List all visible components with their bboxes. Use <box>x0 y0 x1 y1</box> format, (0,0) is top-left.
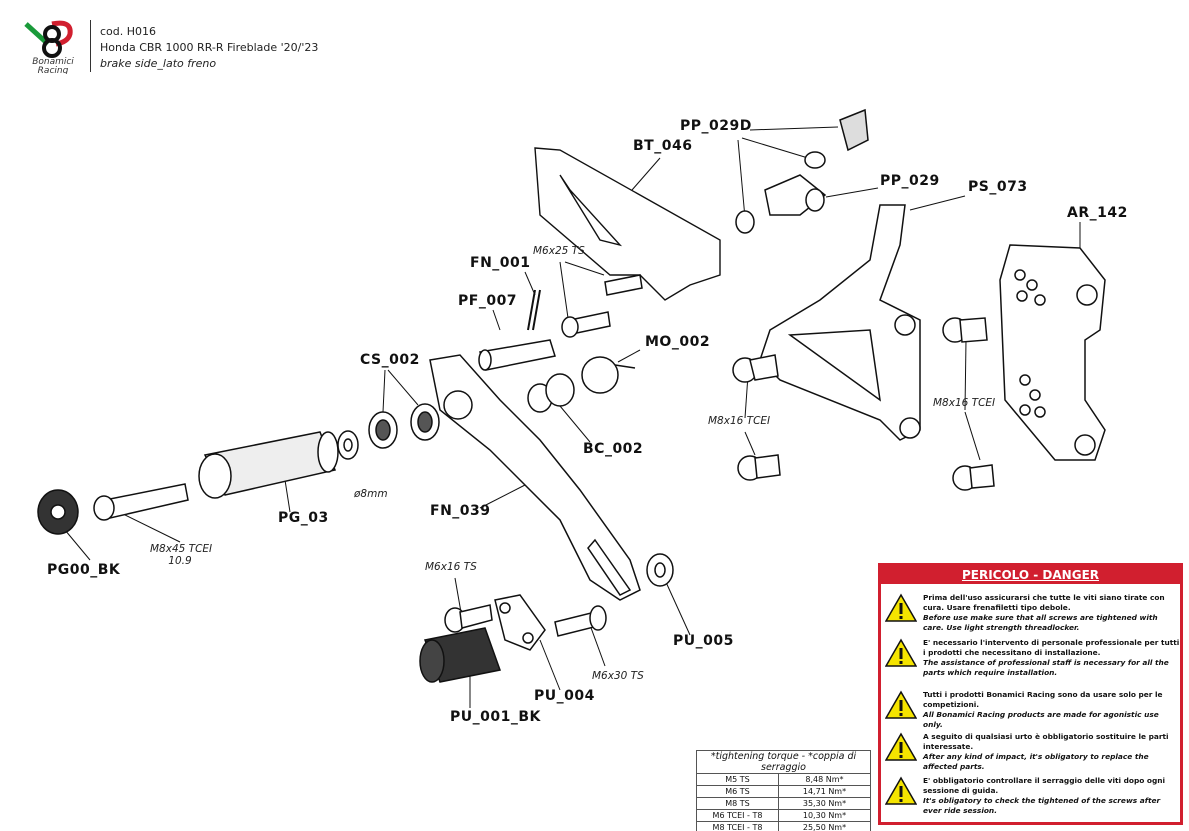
spacer-pu005 <box>646 553 674 587</box>
spring-mo002 <box>581 356 636 394</box>
screws-m8x16 <box>732 317 995 491</box>
screw-m6x25 <box>561 274 643 338</box>
label-bc002: BC_002 <box>583 441 644 457</box>
pin-pf007 <box>478 339 556 371</box>
cell: 10,30 Nm* <box>778 809 871 822</box>
danger-box: PERICOLO - DANGER Prima dell'uso assicur… <box>878 563 1183 825</box>
label-ar142: AR_142 <box>1067 205 1128 221</box>
label-cs002: CS_002 <box>360 352 420 368</box>
warning-text-en: All Bonamici Racing products are made fo… <box>923 710 1159 729</box>
warning-triangle-icon <box>885 593 917 622</box>
cell: 25,50 Nm* <box>778 821 871 831</box>
warning-text-it: A seguito di qualsiasi urto è obbligator… <box>923 732 1169 751</box>
label-mo002: MO_002 <box>645 334 711 350</box>
warning-triangle-icon <box>885 638 917 667</box>
cotter-fn001 <box>527 289 541 331</box>
label-pf007: PF_007 <box>458 293 518 309</box>
product-model: Honda CBR 1000 RR-R Fireblade '20/'23 <box>100 41 319 54</box>
svg-text:Bonamici: Bonamici <box>32 57 74 67</box>
cap-pg00bk <box>37 489 79 535</box>
cell: M6 TS <box>696 785 779 798</box>
label-pu004: PU_004 <box>534 688 595 704</box>
lever-fn039 <box>429 354 641 601</box>
warning-text-en: Before use make sure that all screws are… <box>923 613 1158 632</box>
plate-pu004 <box>494 594 546 651</box>
plate-ar142 <box>999 244 1106 461</box>
label-pp029d: PP_029D <box>680 118 752 134</box>
cell: M8 TS <box>696 797 779 810</box>
footpeg-pg03 <box>198 431 339 499</box>
bearings-cs002 <box>368 403 440 449</box>
danger-title: PERICOLO - DANGER <box>881 566 1180 584</box>
label-pu005: PU_005 <box>673 633 734 649</box>
cell: 14,71 Nm* <box>778 785 871 798</box>
warning-text: Tutti i prodotti Bonamici Racing sono da… <box>923 690 1180 730</box>
bracket-ps073 <box>759 204 921 441</box>
svg-text:Racing: Racing <box>38 66 69 74</box>
rubber-pu001bk <box>419 627 501 683</box>
warning-triangle-icon <box>885 776 917 805</box>
warning-triangle-icon <box>885 732 917 761</box>
warning-text-en: It's obligatory to check the tightened o… <box>923 796 1161 815</box>
product-side: brake side_lato freno <box>100 57 217 70</box>
warning-text: E' necessario l'intervento di personale … <box>923 638 1180 678</box>
screw-label-m6x25: M6x25 TS <box>533 245 585 257</box>
label-pg03: PG_03 <box>278 510 329 526</box>
screw-label-m8x16-left: M8x16 TCEI <box>708 415 771 427</box>
header: cod. H016 Honda CBR 1000 RR-R Fireblade … <box>100 24 318 72</box>
torque-table: *tightening torque - *coppia di serraggi… <box>696 750 871 831</box>
warning-text-it: Prima dell'uso assicurarsi che tutte le … <box>923 593 1165 612</box>
product-code: cod. H016 <box>100 25 157 38</box>
label-fn039: FN_039 <box>430 503 491 519</box>
screw-label-m6x30: M6x30 TS <box>592 670 644 682</box>
warning-text-en: The assistance of professional staff is … <box>923 658 1169 677</box>
screw-m8x45 <box>93 483 189 521</box>
label-pp029: PP_029 <box>880 173 940 189</box>
warning-text: A seguito di qualsiasi urto è obbligator… <box>923 732 1180 772</box>
washer <box>337 430 359 460</box>
label-ps073: PS_073 <box>968 179 1028 195</box>
screw-label-m6x16: M6x16 TS <box>425 561 477 573</box>
screw-m8x45-grade: 10.9 <box>168 555 192 567</box>
cell: M8 TCEI - T8 <box>696 821 779 831</box>
screw-m6x30 <box>554 605 607 637</box>
label-bt046: BT_046 <box>633 138 693 154</box>
cell: 35,30 Nm* <box>778 797 871 810</box>
cell: 8,48 Nm* <box>778 773 871 786</box>
pp029-parts <box>735 108 869 234</box>
cell: M5 TS <box>696 773 779 786</box>
warning-text: E' obbligatorio controllare il serraggio… <box>923 776 1180 816</box>
warning-text-it: Tutti i prodotti Bonamici Racing sono da… <box>923 690 1163 709</box>
warning-text-en: After any kind of impact, it's obligator… <box>923 752 1149 771</box>
warning-text: Prima dell'uso assicurarsi che tutte le … <box>923 593 1180 633</box>
screw-label-m8x16-right: M8x16 TCEI <box>933 397 996 409</box>
bonamici-logo: Bonamici Racing <box>24 20 74 74</box>
torque-header: *tightening torque - *coppia di serraggi… <box>696 750 871 774</box>
label-pg00bk: PG00_BK <box>47 562 121 578</box>
header-divider <box>90 20 91 72</box>
warning-triangle-icon <box>885 690 917 719</box>
warning-text-it: E' necessario l'intervento di personale … <box>923 638 1180 657</box>
washer-label-d8: ø8mm <box>354 488 388 500</box>
cell: M6 TCEI - T8 <box>696 809 779 822</box>
screw-m8x45-size: M8x45 TCEI <box>150 543 213 555</box>
bracket-bt046 <box>534 147 721 301</box>
warning-text-it: E' obbligatorio controllare il serraggio… <box>923 776 1166 795</box>
bushing-bc002 <box>527 373 575 413</box>
leader-lines <box>64 126 1081 708</box>
label-pu001bk: PU_001_BK <box>450 709 541 725</box>
label-fn001: FN_001 <box>470 255 531 271</box>
screw-m6x16 <box>444 604 493 633</box>
